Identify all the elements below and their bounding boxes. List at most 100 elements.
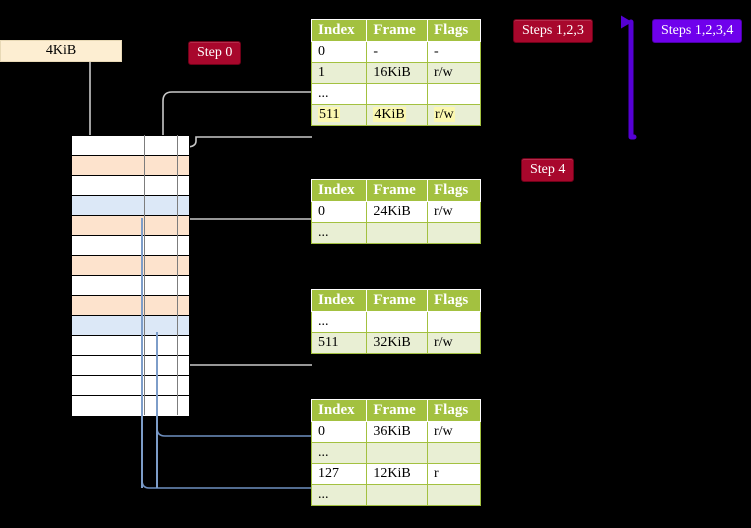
cell-index: ... xyxy=(310,442,368,464)
memory-row xyxy=(72,196,189,216)
cell-frame: - xyxy=(366,41,428,63)
cell-flags: r xyxy=(426,463,482,485)
memory-column xyxy=(71,135,190,416)
column-header-flags: Flags xyxy=(426,19,482,42)
column-header-index: Index xyxy=(310,399,368,422)
cell-flags: r/w xyxy=(426,201,482,223)
cell-index: 0 xyxy=(310,421,368,443)
memory-tick xyxy=(58,135,72,136)
badge-steps-123: Steps 1,2,3 xyxy=(513,19,593,43)
cell-flags: r/w xyxy=(426,62,482,84)
cell-index: 1 xyxy=(310,62,368,84)
memory-divider-left xyxy=(144,135,145,415)
cell-flags: r/w xyxy=(426,104,482,126)
cell-flags: r/w xyxy=(426,332,482,354)
memory-row xyxy=(72,136,189,156)
cell-index: 127 xyxy=(310,463,368,485)
cell-index: 511 xyxy=(310,332,368,354)
badge-step-4: Step 4 xyxy=(521,158,575,182)
column-header-index: Index xyxy=(310,179,368,202)
highlighted-value: 4KiB xyxy=(373,107,406,122)
memory-row xyxy=(72,396,189,416)
memory-row xyxy=(72,316,189,336)
memory-row xyxy=(72,256,189,276)
memory-row xyxy=(72,376,189,396)
column-header-frame: Frame xyxy=(366,179,428,202)
cell-flags: r/w xyxy=(426,421,482,443)
column-header-flags: Flags xyxy=(426,399,482,422)
column-header-frame: Frame xyxy=(366,399,428,422)
memory-tick xyxy=(58,295,72,296)
memory-row xyxy=(72,236,189,256)
badge-step-0: Step 0 xyxy=(188,41,242,65)
cell-frame xyxy=(366,222,428,244)
table-row: ... xyxy=(310,311,482,333)
table-row: ... xyxy=(310,442,482,464)
cell-frame xyxy=(366,484,428,506)
memory-tick xyxy=(58,155,72,156)
size-label-4kib: 4KiB xyxy=(0,40,122,62)
highlighted-value: 511 xyxy=(318,107,341,122)
cell-index: ... xyxy=(310,484,368,506)
table-row: ... xyxy=(310,484,482,506)
cell-flags xyxy=(426,442,482,464)
memory-tick xyxy=(58,255,72,256)
column-header-flags: Flags xyxy=(426,179,482,202)
cell-frame xyxy=(366,83,428,105)
cell-frame xyxy=(366,442,428,464)
column-header-frame: Frame xyxy=(366,19,428,42)
badge-steps-1234: Steps 1,2,3,4 xyxy=(652,19,743,43)
table-row: 0-- xyxy=(310,41,482,63)
memory-row xyxy=(72,336,189,356)
column-header-index: Index xyxy=(310,19,368,42)
memory-row xyxy=(72,216,189,236)
column-header-frame: Frame xyxy=(366,289,428,312)
cell-frame: 32KiB xyxy=(366,332,428,354)
memory-trace-blue-b xyxy=(156,332,158,488)
column-header-index: Index xyxy=(310,289,368,312)
table-row: 511 4KiB r/w xyxy=(310,104,482,126)
cell-index: 511 xyxy=(310,104,368,126)
highlighted-value: r/w xyxy=(433,107,455,122)
memory-trace-blue-a xyxy=(141,218,143,488)
cell-flags xyxy=(426,311,482,333)
cell-flags xyxy=(426,222,482,244)
cell-frame: 12KiB xyxy=(366,463,428,485)
table-row: ... xyxy=(310,222,482,244)
cell-flags: - xyxy=(426,41,482,63)
memory-row xyxy=(72,176,189,196)
cell-frame: 24KiB xyxy=(366,201,428,223)
column-header-flags: Flags xyxy=(426,289,482,312)
memory-divider-right xyxy=(177,135,178,415)
cell-index: 0 xyxy=(310,41,368,63)
table-row: ... xyxy=(310,83,482,105)
memory-row xyxy=(72,156,189,176)
cell-frame: 36KiB xyxy=(366,421,428,443)
memory-tick xyxy=(58,215,72,216)
cell-index: ... xyxy=(310,222,368,244)
memory-row xyxy=(72,276,189,296)
cell-flags xyxy=(426,484,482,506)
cell-frame xyxy=(366,311,428,333)
cell-index: 0 xyxy=(310,201,368,223)
cell-flags xyxy=(426,83,482,105)
cell-frame: 16KiB xyxy=(366,62,428,84)
memory-tick xyxy=(58,175,72,176)
memory-row xyxy=(72,356,189,376)
cell-index: ... xyxy=(310,311,368,333)
cell-frame: 4KiB xyxy=(366,104,428,126)
